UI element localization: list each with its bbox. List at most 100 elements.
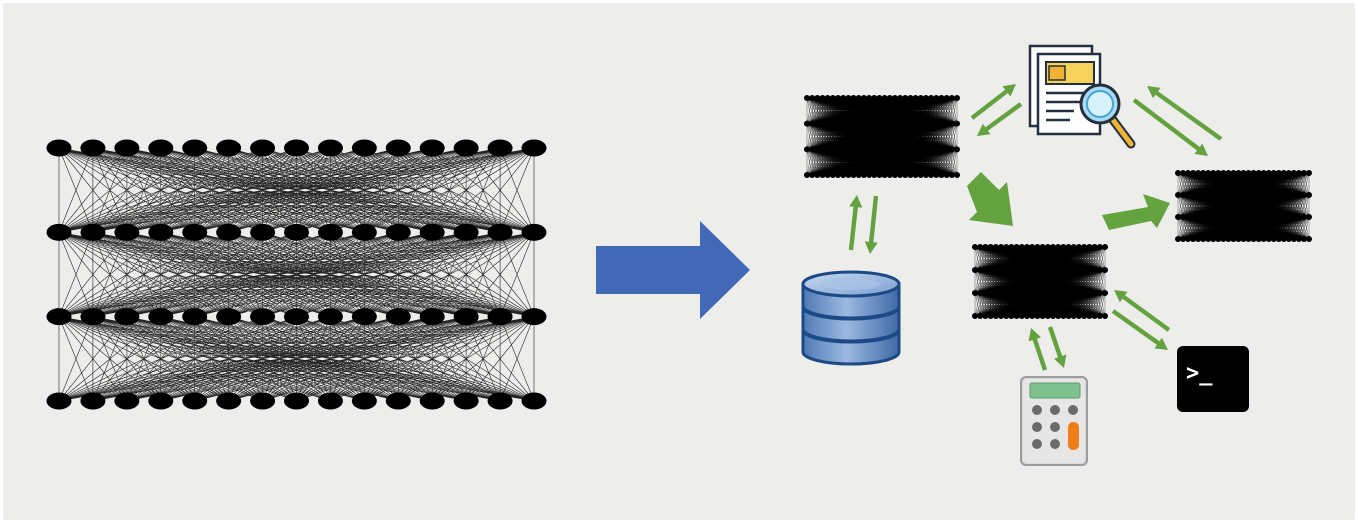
neuron	[845, 95, 852, 101]
neuron	[216, 308, 242, 326]
neuron	[1076, 313, 1082, 319]
neuron	[998, 244, 1004, 250]
neuron	[1195, 214, 1202, 220]
arrow-document-search-to-agent-c	[1132, 98, 1208, 156]
neuron	[982, 244, 989, 250]
neuron	[987, 290, 994, 296]
neuron	[521, 223, 547, 241]
neuron	[1240, 192, 1247, 198]
neuron	[829, 146, 836, 153]
neuron	[1050, 267, 1056, 273]
neuron	[1200, 192, 1207, 198]
neuron	[809, 95, 816, 101]
monolithic-network	[46, 139, 547, 410]
neuron	[1225, 192, 1232, 198]
neuron	[938, 95, 945, 101]
neuron	[1018, 290, 1025, 296]
neuron	[1076, 290, 1082, 296]
neuron	[1065, 313, 1072, 319]
neuron	[829, 120, 836, 127]
neuron	[317, 308, 343, 326]
neuron	[385, 139, 411, 157]
neuron	[250, 392, 276, 410]
neuron	[933, 120, 940, 127]
neuron	[928, 172, 935, 178]
neuron	[182, 392, 208, 410]
neuron	[1235, 170, 1242, 176]
neuron	[948, 120, 955, 127]
neuron	[1306, 214, 1312, 220]
neuron	[46, 139, 72, 157]
neuron	[453, 139, 479, 157]
neuron	[804, 172, 810, 178]
neuron	[114, 139, 140, 157]
neuron	[876, 172, 883, 178]
neuron	[871, 120, 878, 127]
neuron	[1215, 214, 1222, 220]
arrow-calculator-to-agent-b	[1028, 328, 1048, 371]
neuron	[1175, 170, 1181, 176]
neuron	[891, 146, 898, 153]
neuron	[1220, 214, 1227, 220]
neuron	[881, 172, 888, 178]
neuron	[1034, 267, 1041, 273]
agent-network-a	[804, 95, 960, 178]
neuron	[317, 139, 343, 157]
neuron	[1060, 290, 1067, 296]
neuron	[855, 95, 862, 101]
neuron	[1290, 170, 1297, 176]
neuron	[1250, 170, 1257, 176]
neuron	[917, 95, 924, 101]
neuron	[998, 313, 1004, 319]
neuron	[46, 308, 72, 326]
neuron	[850, 172, 857, 178]
neuron	[998, 290, 1004, 296]
neuron	[948, 146, 955, 153]
neuron	[977, 290, 984, 296]
neuron	[250, 139, 276, 157]
neuron	[860, 146, 867, 153]
neuron	[992, 313, 999, 319]
neuron	[845, 120, 852, 127]
neuron	[1029, 313, 1036, 319]
neuron	[933, 95, 940, 101]
neuron	[1225, 214, 1232, 220]
neuron	[804, 146, 810, 153]
neuron	[1086, 244, 1093, 250]
neuron	[948, 172, 955, 178]
neuron	[824, 146, 831, 153]
neuron	[938, 172, 945, 178]
neuron	[1050, 244, 1056, 250]
neuron	[1195, 192, 1202, 198]
neuron	[114, 223, 140, 241]
neuron	[1091, 244, 1098, 250]
neuron	[897, 146, 904, 153]
neuron	[1102, 244, 1108, 250]
neuron	[902, 146, 909, 153]
neuron	[850, 95, 857, 101]
neuron	[1235, 236, 1242, 242]
neuron	[835, 172, 842, 178]
neuron	[1225, 236, 1232, 242]
neuron	[1065, 244, 1072, 250]
neuron	[80, 308, 106, 326]
neuron	[1013, 313, 1020, 319]
neuron	[1076, 267, 1082, 273]
neuron	[1190, 170, 1197, 176]
neuron	[1180, 214, 1187, 220]
neuron	[855, 146, 862, 153]
neuron	[1050, 313, 1056, 319]
neuron	[1250, 236, 1257, 242]
neuron	[1024, 290, 1030, 296]
neuron	[1013, 244, 1020, 250]
neuron	[317, 223, 343, 241]
neuron	[982, 313, 989, 319]
neuron	[845, 172, 852, 178]
neuron	[1280, 236, 1287, 242]
neuron	[1290, 192, 1297, 198]
neuron	[824, 95, 831, 101]
neuron	[1300, 214, 1307, 220]
neuron	[1210, 170, 1217, 176]
neuron	[907, 172, 914, 178]
neuron	[1260, 170, 1267, 176]
